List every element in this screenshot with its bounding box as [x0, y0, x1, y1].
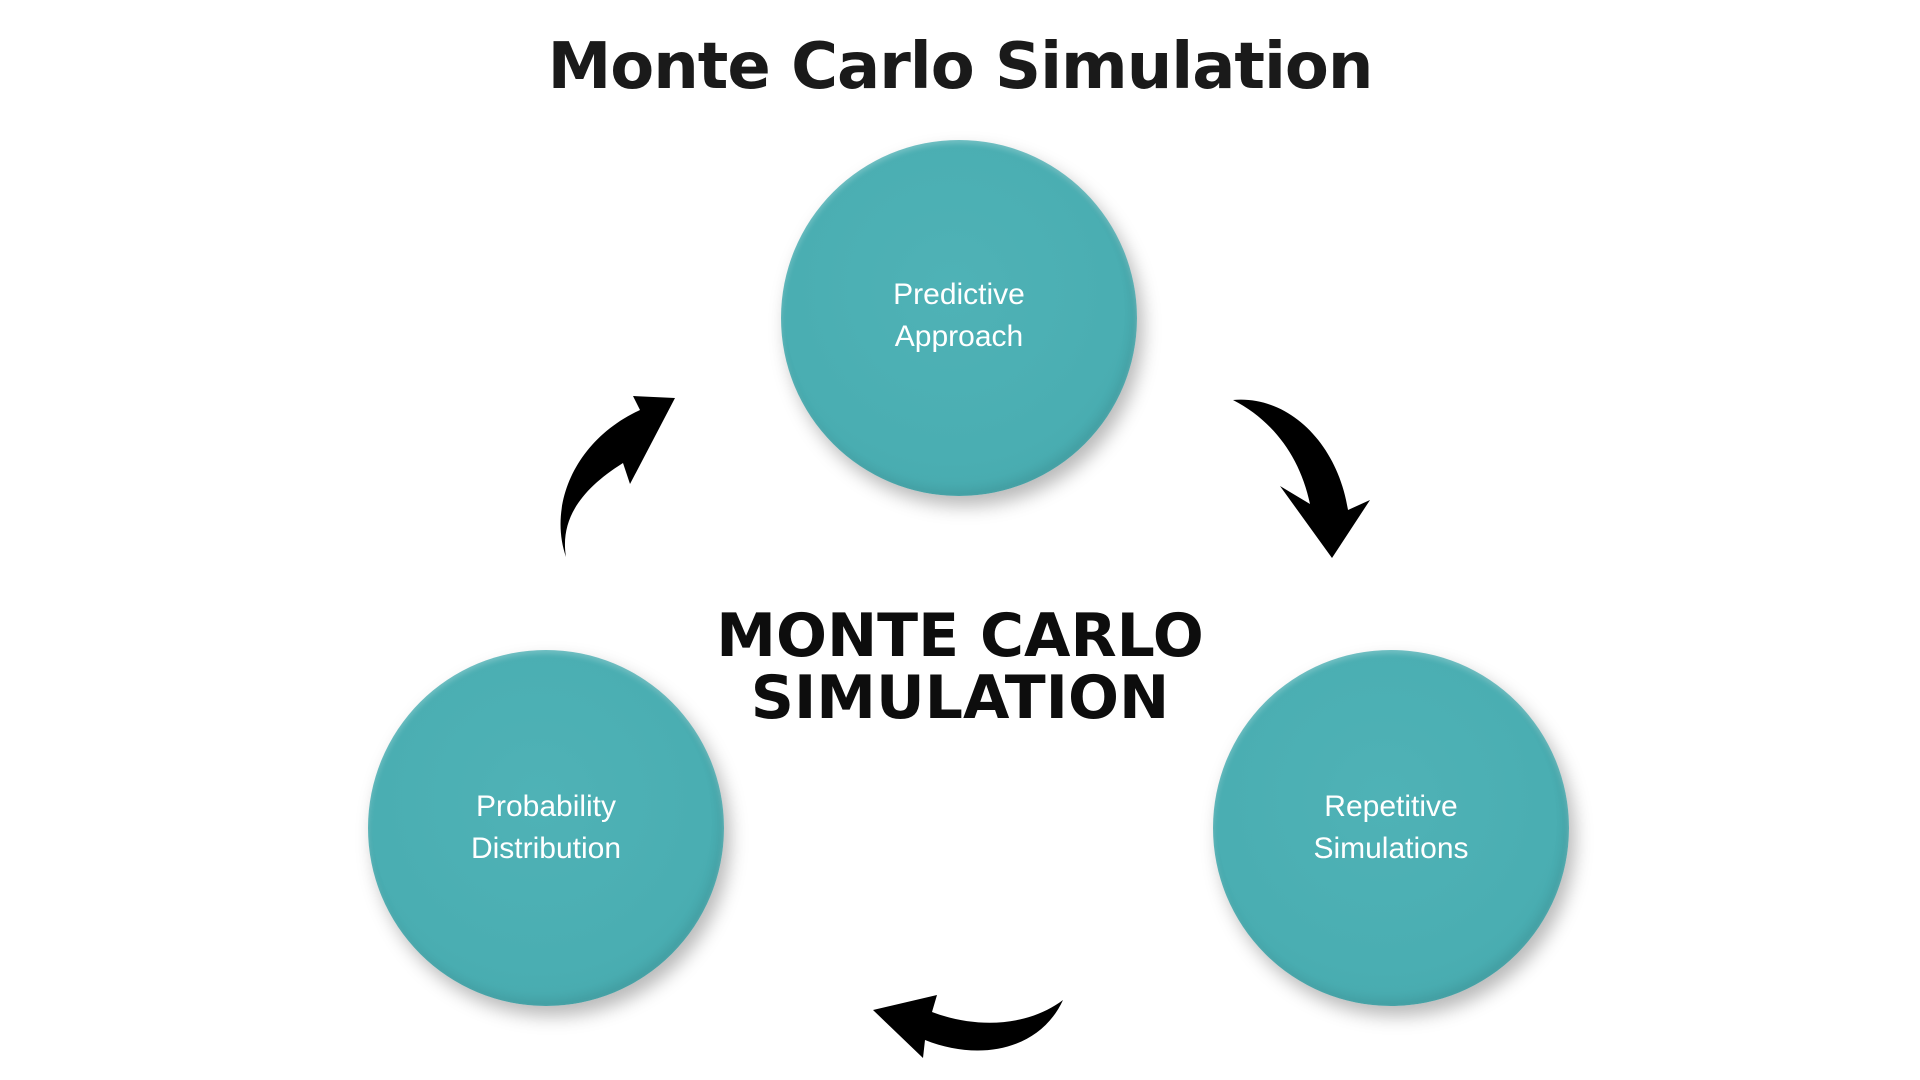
- node-label-line: Distribution: [470, 832, 622, 865]
- curved-arrow-icon: [873, 995, 1063, 1058]
- node-label-line: Predictive: [893, 277, 1025, 311]
- node-label-line: Probability: [475, 790, 617, 823]
- node-repetitive-simulations: Repetitive Simulations: [1213, 650, 1569, 1006]
- node-probability-distribution: Probability Distribution: [368, 650, 724, 1006]
- node-predictive-approach: Predictive Approach: [781, 140, 1137, 496]
- node-label: Predictive Approach: [893, 274, 1025, 358]
- curved-arrow-icon: [560, 396, 675, 557]
- node-label: Repetitive Simulations: [1313, 786, 1468, 870]
- node-label: Probability Distribution: [471, 786, 621, 870]
- page-title: Monte Carlo Simulation: [547, 30, 1374, 104]
- center-label-line: MONTE CARLO: [716, 601, 1204, 671]
- node-label-line: Simulations: [1313, 832, 1469, 865]
- node-label-line: Approach: [894, 319, 1024, 353]
- node-label-line: Repetitive: [1324, 790, 1458, 823]
- center-label-line: SIMULATION: [750, 663, 1170, 733]
- center-label: MONTE CARLO SIMULATION: [660, 605, 1260, 729]
- curved-arrow-icon: [1233, 399, 1370, 558]
